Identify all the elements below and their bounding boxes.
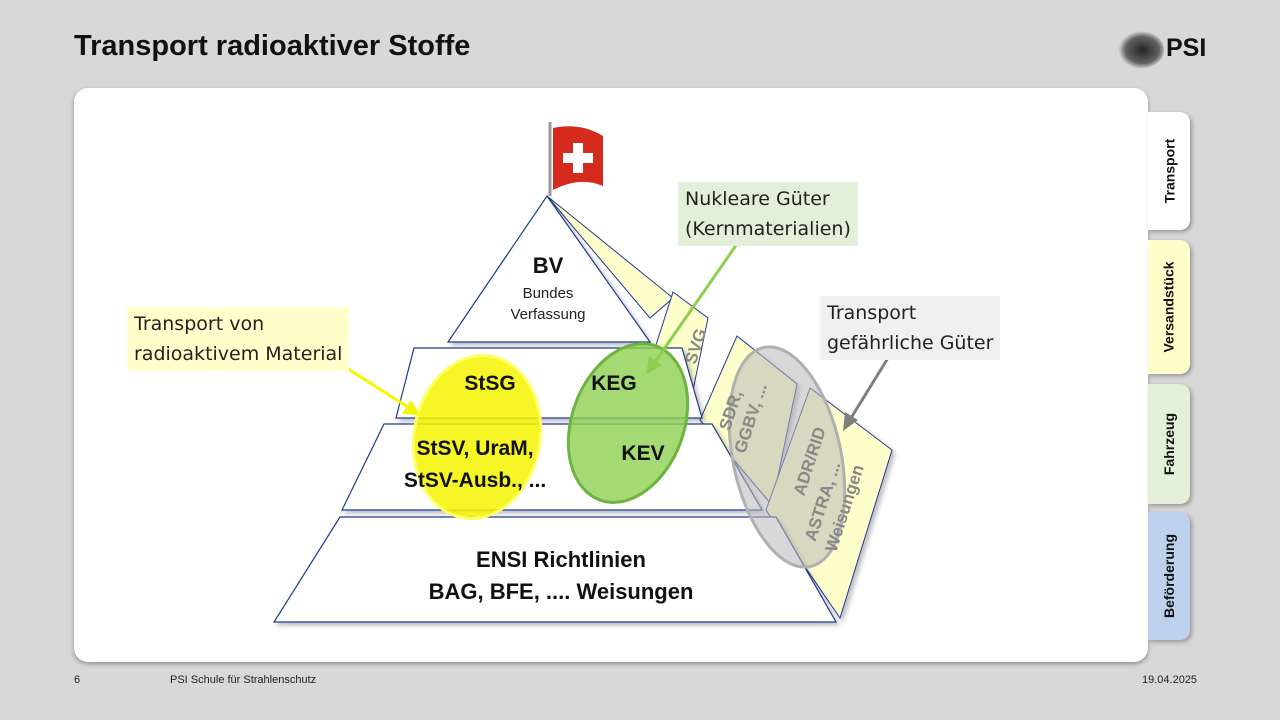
footer-organization: PSI Schule für Strahlenschutz bbox=[170, 674, 317, 686]
label-kev: KEV bbox=[621, 442, 664, 465]
pyramid-level-base bbox=[272, 516, 838, 623]
arrow-dangerous bbox=[849, 357, 890, 419]
label-stsv-uram: StSV, UraM, bbox=[416, 437, 533, 460]
nuclear-highlight-ellipse bbox=[566, 342, 690, 504]
callout-dangerous-line2: gefährliche Güter bbox=[827, 332, 994, 354]
callout-dangerous-line1: Transport bbox=[827, 302, 917, 324]
callout-nuclear-goods: Nukleare Güter (Kernmaterialien) bbox=[678, 182, 858, 246]
arrow-radioactive bbox=[344, 365, 409, 409]
label-bv: BV bbox=[533, 253, 564, 278]
pyramid-level-3 bbox=[341, 423, 764, 511]
callout-dangerous-goods: Transport gefährliche Güter bbox=[820, 296, 1001, 360]
label-ensi-richtlinien: ENSI Richtlinien bbox=[476, 547, 646, 572]
dangerous-goods-highlight-ellipse bbox=[727, 345, 847, 569]
tab-fahrzeug[interactable]: Fahrzeug bbox=[1148, 384, 1190, 504]
label-bag-bfe-weisungen: BAG, BFE, .... Weisungen bbox=[429, 579, 694, 604]
arrow-radioactive-head bbox=[402, 400, 420, 415]
callout-radioactive-line2: radioaktivem Material bbox=[134, 343, 343, 365]
pyramid-side-top bbox=[546, 195, 674, 319]
arrow-nuclear-head bbox=[646, 356, 662, 375]
callout-radioactive-material: Transport von radioaktivem Material bbox=[127, 307, 350, 371]
callout-nuclear-line2: (Kernmaterialien) bbox=[685, 218, 851, 240]
tab-transport[interactable]: Transport bbox=[1148, 112, 1190, 230]
slide-title: Transport radioaktiver Stoffe bbox=[74, 30, 471, 62]
label-verfassung: Verfassung bbox=[510, 306, 585, 323]
callout-radioactive-line1: Transport von bbox=[134, 313, 265, 335]
label-stsv-ausb: StSV-Ausb., ... bbox=[404, 469, 546, 492]
arrow-nuclear bbox=[653, 243, 739, 363]
arrow-dangerous-head bbox=[843, 412, 858, 431]
swiss-flag-icon bbox=[553, 126, 603, 190]
radioactive-highlight-ellipse bbox=[411, 354, 543, 520]
label-keg: KEG bbox=[591, 372, 637, 395]
label-bundes: Bundes bbox=[523, 285, 574, 302]
psi-logo-text: PSI bbox=[1166, 34, 1207, 62]
footer-date: 19.04.2025 bbox=[1142, 674, 1198, 686]
tab-versandstueck[interactable]: Versandstück bbox=[1148, 240, 1190, 374]
psi-logo-icon bbox=[1116, 31, 1164, 69]
callout-nuclear-line1: Nukleare Güter bbox=[685, 188, 830, 210]
pyramid-level-top bbox=[446, 194, 652, 343]
tab-befoerderung[interactable]: Beförderung bbox=[1148, 512, 1190, 640]
label-stsg: StSG bbox=[464, 372, 515, 395]
footer-page-number: 6 bbox=[74, 674, 81, 686]
